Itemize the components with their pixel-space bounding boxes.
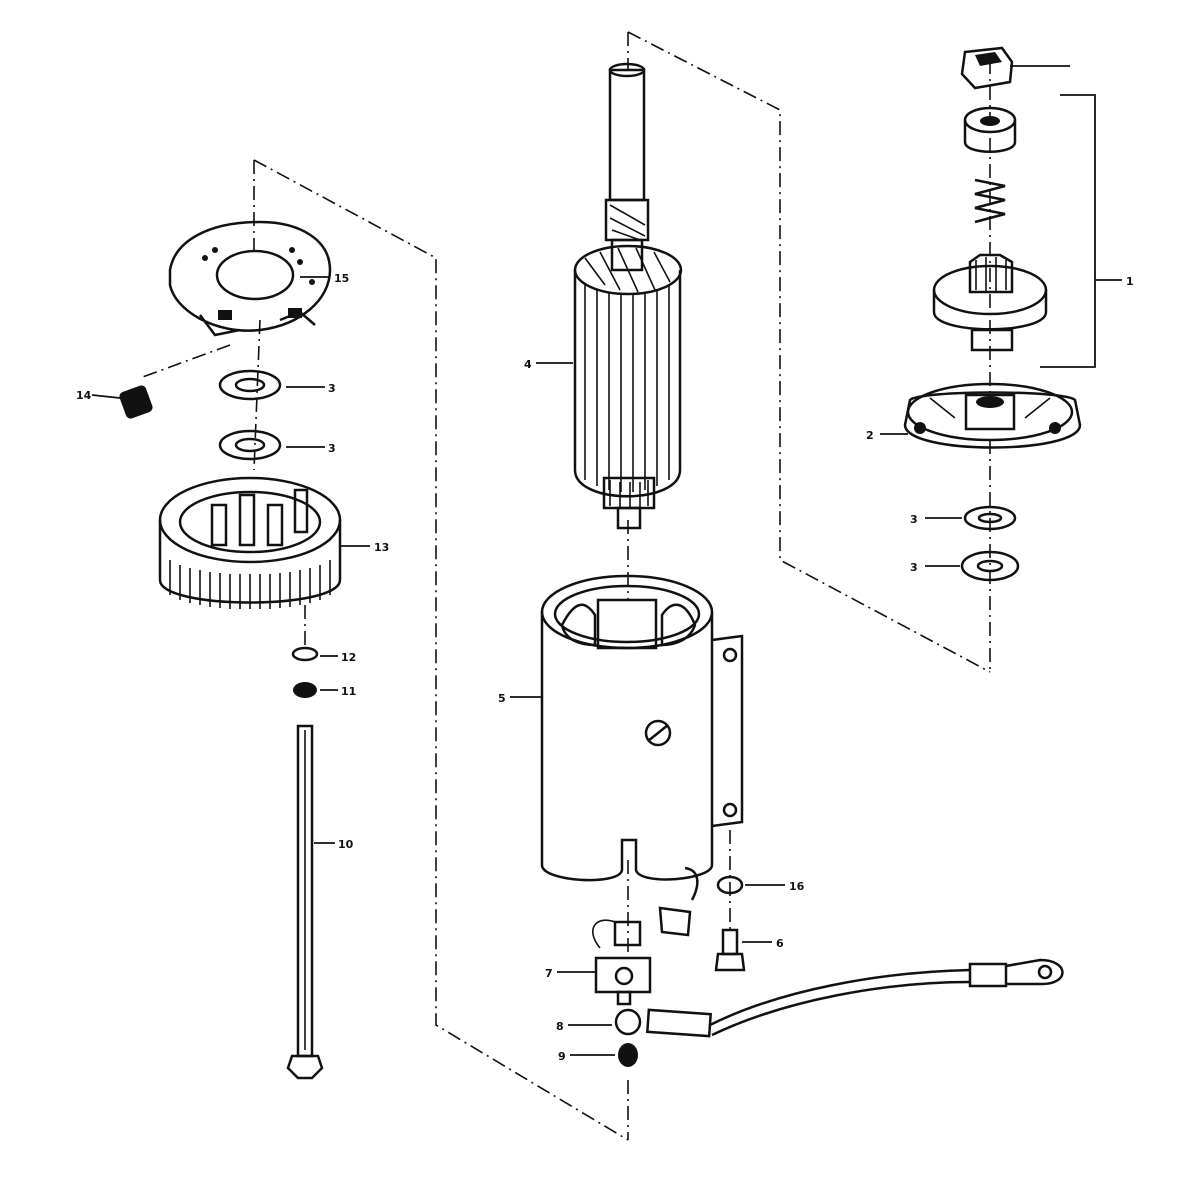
brush-holders	[592, 906, 692, 949]
callout-9: 9	[558, 1050, 566, 1063]
spring	[974, 178, 1006, 224]
through-bolt	[286, 724, 324, 1080]
assembly-centerlines	[139, 31, 991, 1141]
callout-6: 6	[776, 937, 784, 950]
armature	[573, 62, 683, 530]
callout-3-left-upper: 3	[328, 382, 336, 395]
callout-13: 13	[374, 541, 389, 554]
drive-end-head	[903, 382, 1082, 449]
pinion-nut	[960, 46, 1014, 90]
leader-lines	[91, 65, 1122, 1056]
callout-2: 2	[866, 429, 874, 442]
battery-cable	[614, 958, 1064, 1038]
washers-left	[218, 369, 282, 461]
washer-nut-left	[291, 646, 319, 698]
washers-right	[960, 505, 1020, 582]
callout-labels: 15 14 3 3 13 12 11 10 4 5 1 2 3 3 16 6 7…	[76, 272, 1134, 1063]
field-frame	[540, 574, 744, 901]
stop-collar	[963, 106, 1017, 153]
callout-5: 5	[498, 692, 506, 705]
callout-10: 10	[338, 838, 354, 851]
brush-plate	[168, 220, 332, 337]
callout-3-right-upper: 3	[910, 513, 918, 526]
callout-7: 7	[545, 967, 553, 980]
callout-3-right-lower: 3	[910, 561, 918, 574]
callout-8: 8	[556, 1020, 564, 1033]
terminal-block	[594, 956, 652, 1006]
callout-14: 14	[76, 389, 92, 402]
callout-15: 15	[334, 272, 349, 285]
end-frame	[158, 476, 342, 609]
callout-3-left-lower: 3	[328, 442, 336, 455]
small-nut-left	[119, 385, 153, 419]
drive-pinion	[932, 253, 1048, 352]
callout-11: 11	[341, 685, 356, 698]
callout-1: 1	[1126, 275, 1134, 288]
small-nut-center	[618, 1043, 638, 1067]
callout-4: 4	[524, 358, 532, 371]
callout-16: 16	[789, 880, 805, 893]
callout-12: 12	[341, 651, 356, 664]
washer-screw-right	[714, 875, 746, 972]
